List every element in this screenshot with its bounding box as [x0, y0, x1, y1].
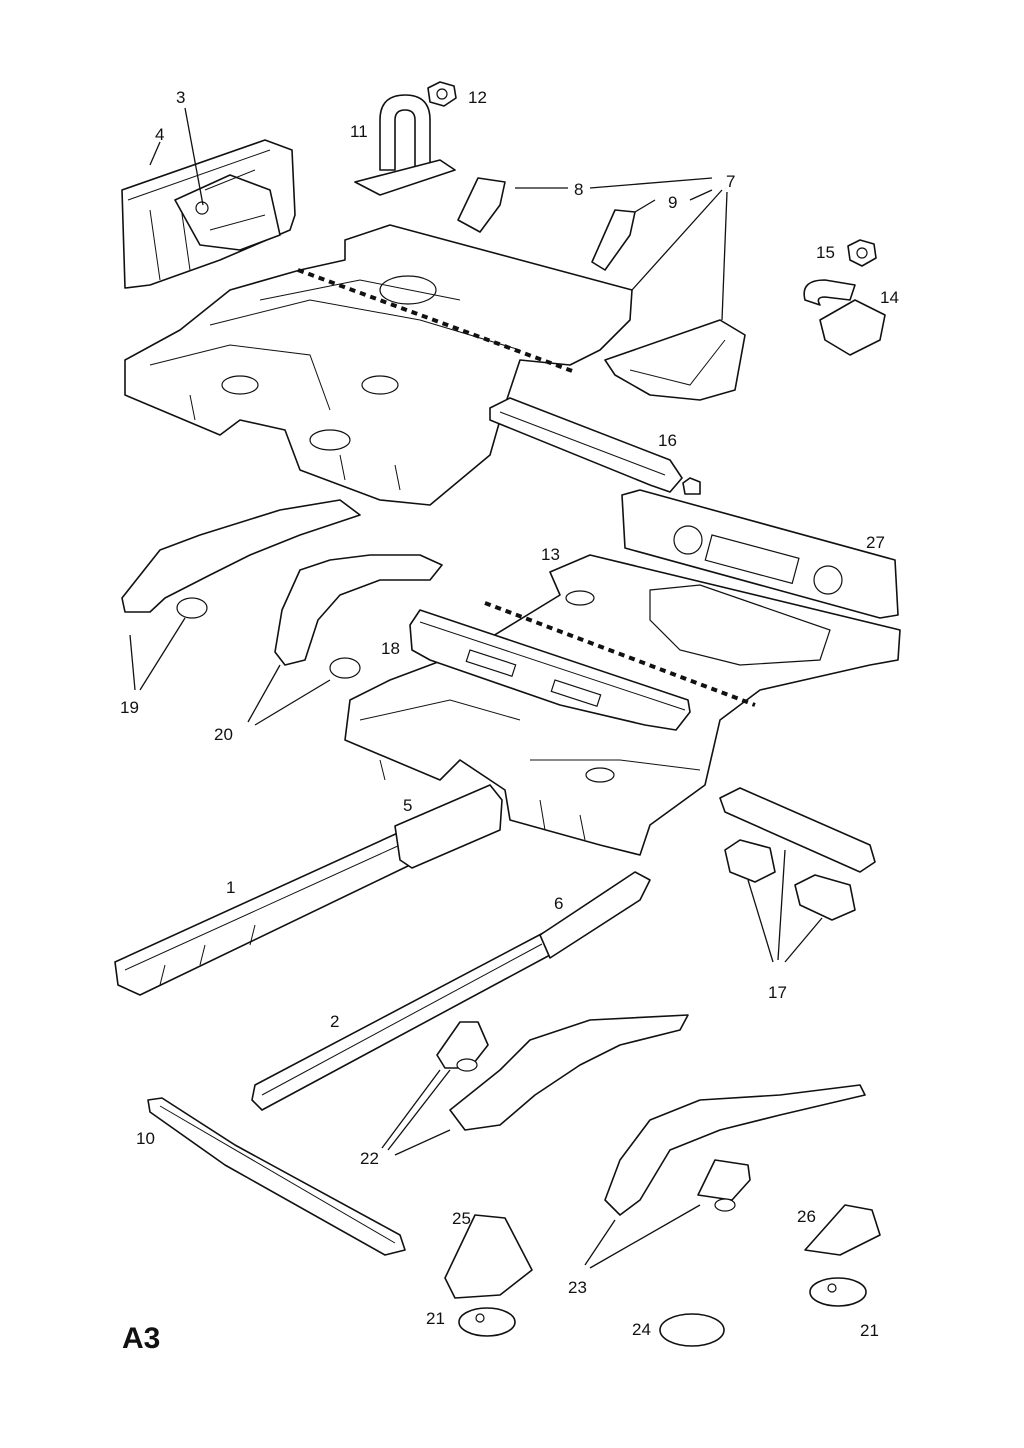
side-member-19: [121, 499, 361, 619]
callout-20: 20: [214, 725, 233, 744]
callout-7: 7: [726, 172, 735, 191]
callout-5: 5: [403, 796, 412, 815]
sill-extension-5: [394, 784, 503, 869]
callout-8: 8: [574, 180, 583, 199]
callout-1: 1: [226, 878, 235, 897]
reinforcement-18: [409, 609, 691, 731]
hook-bracket-14: [803, 279, 886, 356]
cut-line-lower: [484, 601, 756, 707]
callout-27: 27: [866, 533, 885, 552]
callout-3: 3: [176, 88, 185, 107]
callout-14: 14: [880, 288, 899, 307]
crossmember-10: [147, 1097, 406, 1256]
callout-16: 16: [658, 431, 677, 450]
rear-panel-27: [621, 489, 899, 619]
bracket-9: [591, 209, 636, 271]
callout-4: 4: [155, 125, 164, 144]
side-member-20: [274, 554, 443, 679]
callout-18: 18: [381, 639, 400, 658]
bracket-22: [436, 1021, 489, 1072]
callout-19: 19: [120, 698, 139, 717]
rear-member-22: [449, 1014, 689, 1131]
rear-member-23: [604, 1084, 866, 1216]
rear-floor-insert-7: [604, 319, 746, 401]
front-bulkhead-part: [121, 139, 296, 289]
callout-labels: 3 4 11 12 8 7 9 15 14 16 27 13 18 19 20 …: [120, 88, 899, 1340]
callout-21-right: 21: [860, 1321, 879, 1340]
page-label: A3: [122, 1322, 161, 1355]
sill-panel-1: [114, 831, 411, 996]
nut-12: [427, 81, 457, 107]
callout-6: 6: [554, 894, 563, 913]
crossmember-16: [489, 397, 701, 495]
front-floor-panel: [124, 224, 633, 506]
bracket-23: [697, 1159, 751, 1212]
callout-24: 24: [632, 1320, 651, 1339]
hook-bracket-11: [354, 94, 456, 196]
callout-21-left: 21: [426, 1309, 445, 1328]
callout-12: 12: [468, 88, 487, 107]
nut-15: [847, 239, 877, 267]
callout-22: 22: [360, 1149, 379, 1168]
grommet-24: [659, 1313, 725, 1347]
sill-panel-2: [251, 931, 551, 1111]
callout-2: 2: [330, 1012, 339, 1031]
grommet-21-left: [458, 1307, 516, 1337]
callout-26: 26: [797, 1207, 816, 1226]
cut-line-upper: [297, 268, 576, 374]
callout-17: 17: [768, 983, 787, 1002]
plug-25: [444, 1214, 533, 1299]
callout-13: 13: [541, 545, 560, 564]
plug-26: [804, 1204, 881, 1256]
callout-9: 9: [668, 193, 677, 212]
bracket-assembly-17: [719, 787, 876, 921]
callout-25: 25: [452, 1209, 471, 1228]
bracket-8: [457, 177, 506, 233]
sill-extension-6: [539, 871, 651, 959]
leader-lines: [129, 107, 823, 1269]
grommet-21-right: [809, 1277, 867, 1307]
callout-10: 10: [136, 1129, 155, 1148]
callout-11: 11: [350, 122, 368, 141]
callout-15: 15: [816, 243, 835, 262]
callout-23: 23: [568, 1278, 587, 1297]
